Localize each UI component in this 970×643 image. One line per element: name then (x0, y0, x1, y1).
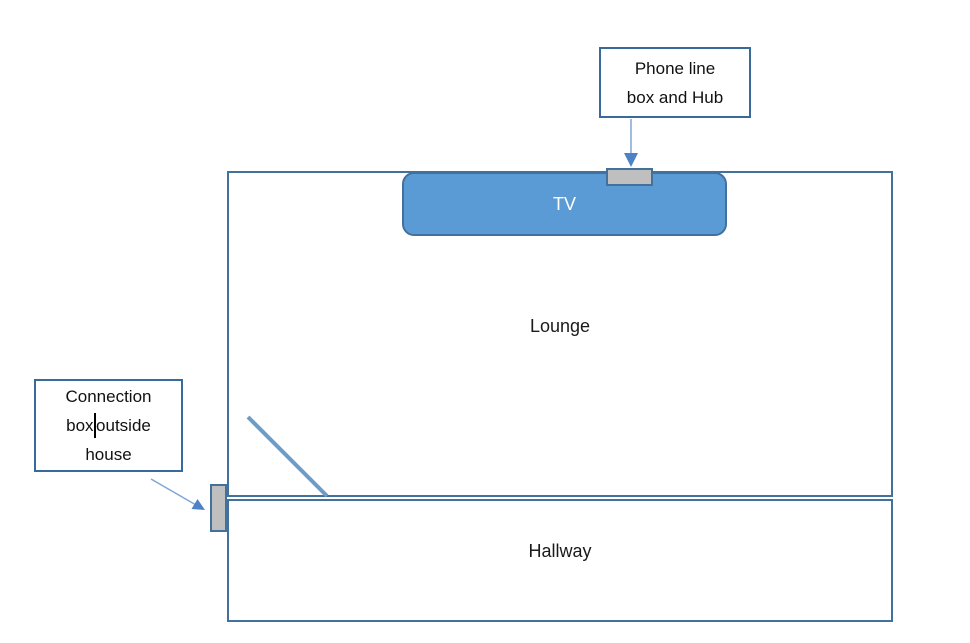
phone-line-box-shape[interactable] (606, 168, 653, 186)
connection-arrow-head-icon (191, 499, 205, 510)
tv-label: TV (552, 193, 576, 214)
connection-label-line1: Connection (65, 387, 152, 406)
phone-label-line2: box and Hub (626, 87, 724, 107)
cable-line[interactable] (246, 415, 329, 498)
hallway-label: Hallway (227, 541, 893, 562)
tv-shape[interactable]: TV (402, 172, 727, 236)
connection-label-line2-after: outside (96, 416, 151, 435)
lounge-label-text: Lounge (529, 316, 591, 336)
hallway-label-text: Hallway (528, 541, 592, 561)
phone-label-line1: Phone line (634, 58, 716, 78)
hallway-room-shape[interactable] (227, 499, 893, 622)
phone-arrow-head-icon (624, 153, 638, 167)
connection-box-shape[interactable] (210, 484, 227, 532)
connection-label-line3: house (85, 445, 132, 464)
connection-label-line2-before: box (66, 416, 94, 435)
lounge-label: Lounge (227, 316, 893, 337)
phone-line-label-box[interactable]: Phone line box and Hub (599, 47, 751, 118)
text-cursor (94, 413, 96, 438)
connection-arrow-line[interactable] (150, 478, 197, 506)
